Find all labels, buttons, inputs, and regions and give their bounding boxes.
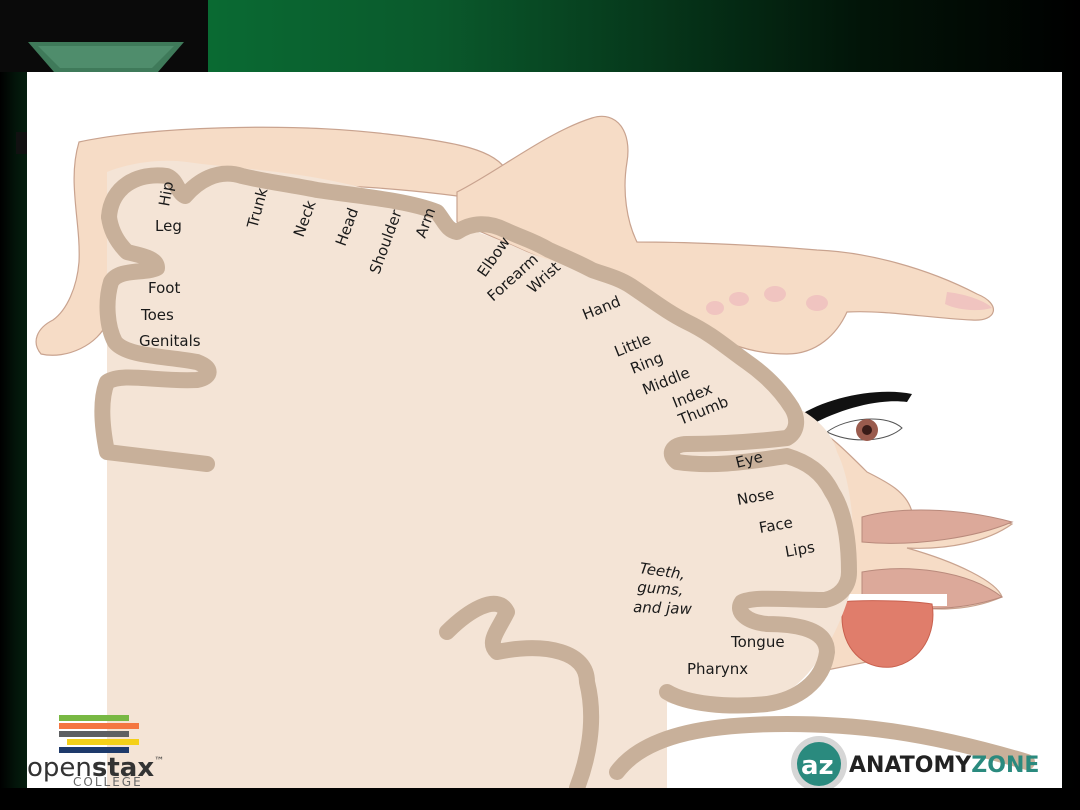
temporal-lobe-outline xyxy=(609,715,1035,780)
pupil xyxy=(862,425,872,435)
svg-text:ANATOMYZONE: ANATOMYZONE xyxy=(849,753,1039,778)
thumbnail xyxy=(945,292,992,311)
fingernail xyxy=(729,292,749,306)
openstax-logo: openstax™ COLLEGE xyxy=(27,715,164,788)
bottom-bar xyxy=(0,788,1080,810)
fingernail xyxy=(806,295,828,311)
homunculus-figure: Hip Leg Trunk Neck Head Shoulder Arm Elb… xyxy=(27,72,1062,788)
label-genitals: Genitals xyxy=(139,332,201,350)
cortex-medial xyxy=(94,209,217,472)
upper-lip xyxy=(861,509,1014,544)
label-pharynx: Pharynx xyxy=(687,660,748,678)
lateral-sulcus xyxy=(439,595,600,788)
label-leg: Leg xyxy=(155,217,182,235)
label-toes: Toes xyxy=(140,306,174,324)
fingernail xyxy=(764,286,786,302)
fingernail xyxy=(706,301,724,315)
anatomyzone-logo: az ANATOMYZONE xyxy=(791,736,1039,788)
label-face: Face xyxy=(758,513,795,537)
homunculus-svg: Hip Leg Trunk Neck Head Shoulder Arm Elb… xyxy=(27,115,1039,788)
crystal-decoration xyxy=(28,42,184,72)
svg-text:openstax™: openstax™ xyxy=(27,753,164,783)
label-lips: Lips xyxy=(784,538,817,561)
label-foot: Foot xyxy=(148,279,180,297)
svg-text:az: az xyxy=(801,751,834,781)
label-teeth-line2: gums, xyxy=(637,578,684,599)
label-tongue: Tongue xyxy=(730,633,785,651)
tongue-illustration xyxy=(841,600,934,668)
label-hip: Hip xyxy=(155,180,177,208)
eyebrow xyxy=(797,391,912,427)
cortex-outline xyxy=(101,165,857,714)
slide-tab xyxy=(16,132,28,154)
label-teeth-line3: and jaw xyxy=(633,598,693,618)
svg-text:COLLEGE: COLLEGE xyxy=(73,775,143,788)
